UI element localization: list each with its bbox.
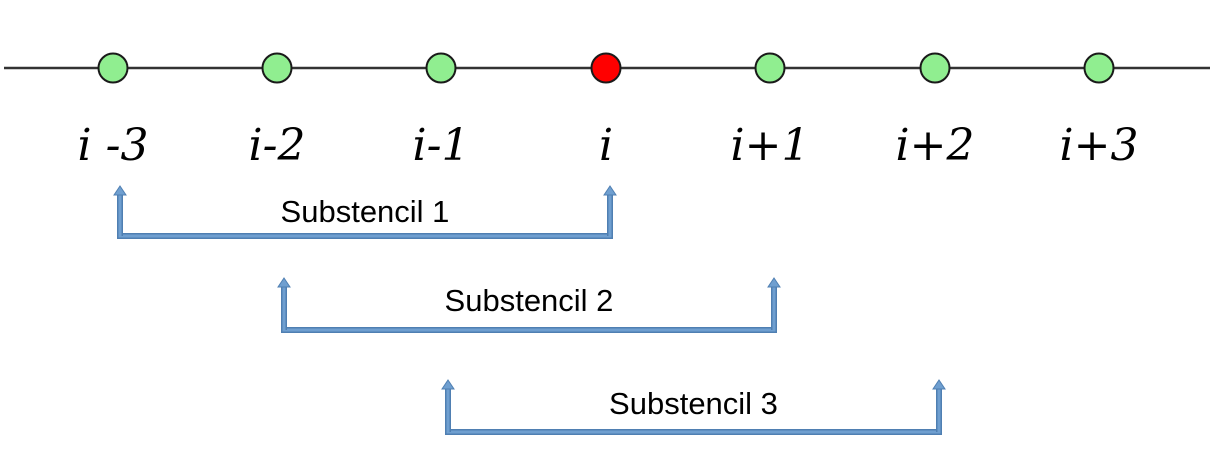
grid-node (425, 52, 457, 84)
grid-node-label: i (599, 120, 613, 171)
up-arrow-icon (113, 185, 127, 236)
grid-node-label: i -3 (78, 120, 149, 171)
grid-node-label: i+2 (896, 120, 975, 171)
substencil-label: Substencil 1 (281, 194, 450, 229)
substencil-3: Substencil 3 (441, 379, 946, 435)
grid-node (97, 52, 129, 84)
up-arrow-icon (767, 277, 781, 330)
up-arrow-icon (932, 379, 946, 432)
substencil-label: Substencil 2 (445, 283, 614, 318)
substencil-label: Substencil 3 (609, 386, 778, 421)
grid-node (261, 52, 293, 84)
substencil-brackets: Substencil 1 Substencil 2 Substencil 3 (113, 185, 946, 435)
grid-node-labels: i -3 i-2 i-1 i i+1 i+2 i+3 (78, 120, 1139, 171)
up-arrow-icon (277, 277, 291, 330)
up-arrow-icon (441, 379, 455, 432)
grid-nodes (97, 52, 1115, 84)
grid-node (754, 52, 786, 84)
grid-node-label: i+3 (1060, 120, 1139, 171)
up-arrow-icon (603, 185, 617, 236)
grid-node (919, 52, 951, 84)
grid-node-center (590, 52, 622, 84)
substencil-2: Substencil 2 (277, 277, 781, 333)
grid-node-label: i-1 (413, 120, 470, 171)
grid-node (1083, 52, 1115, 84)
substencil-1: Substencil 1 (113, 185, 617, 239)
grid-node-label: i-2 (249, 120, 306, 171)
grid-node-label: i+1 (731, 120, 810, 171)
